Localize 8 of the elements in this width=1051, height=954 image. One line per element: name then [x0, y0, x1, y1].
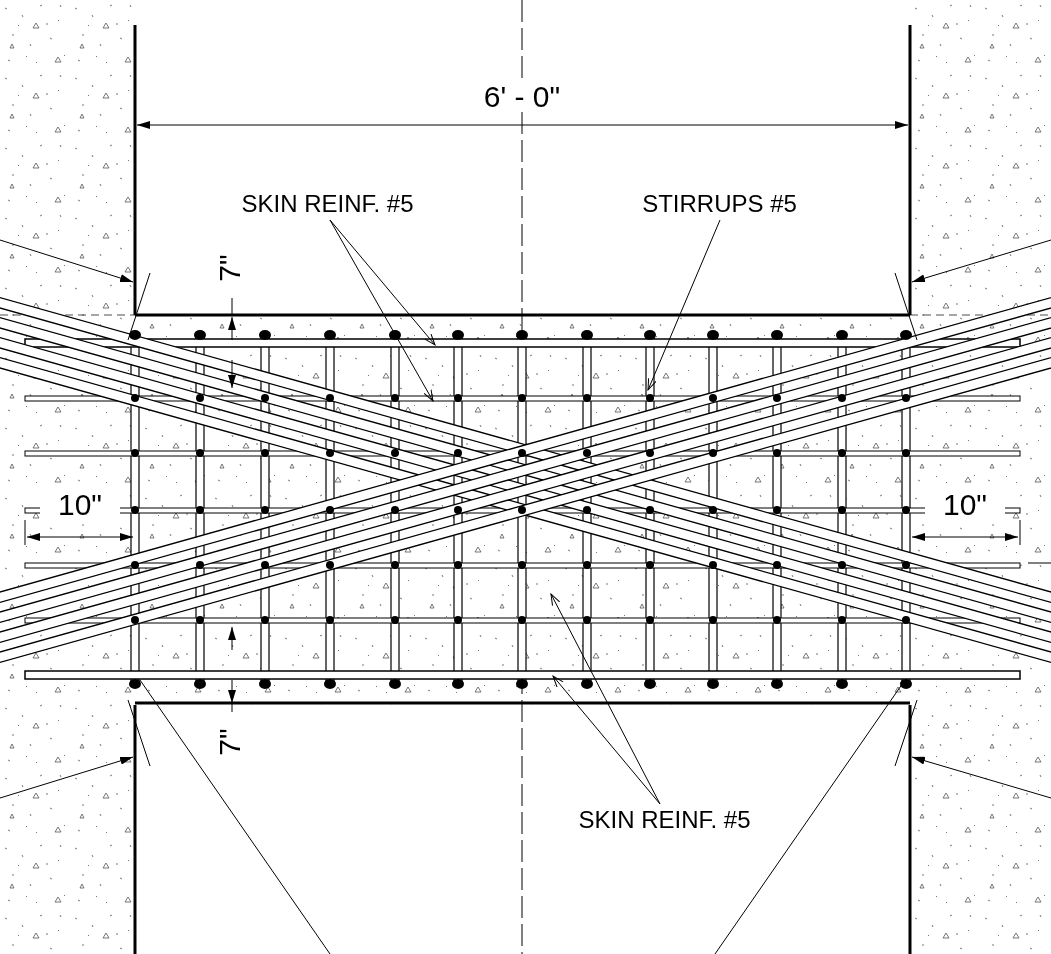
callout-label: STIRRUPS #5 — [622, 188, 817, 220]
leader-line — [647, 219, 721, 391]
leader-line — [550, 593, 661, 805]
callout-label: SKIN REINF. #5 — [552, 804, 777, 836]
leader-line — [329, 219, 436, 346]
leader-line — [552, 675, 661, 805]
leader-line — [329, 219, 434, 402]
callout-label: SKIN REINF. #5 — [215, 188, 440, 220]
